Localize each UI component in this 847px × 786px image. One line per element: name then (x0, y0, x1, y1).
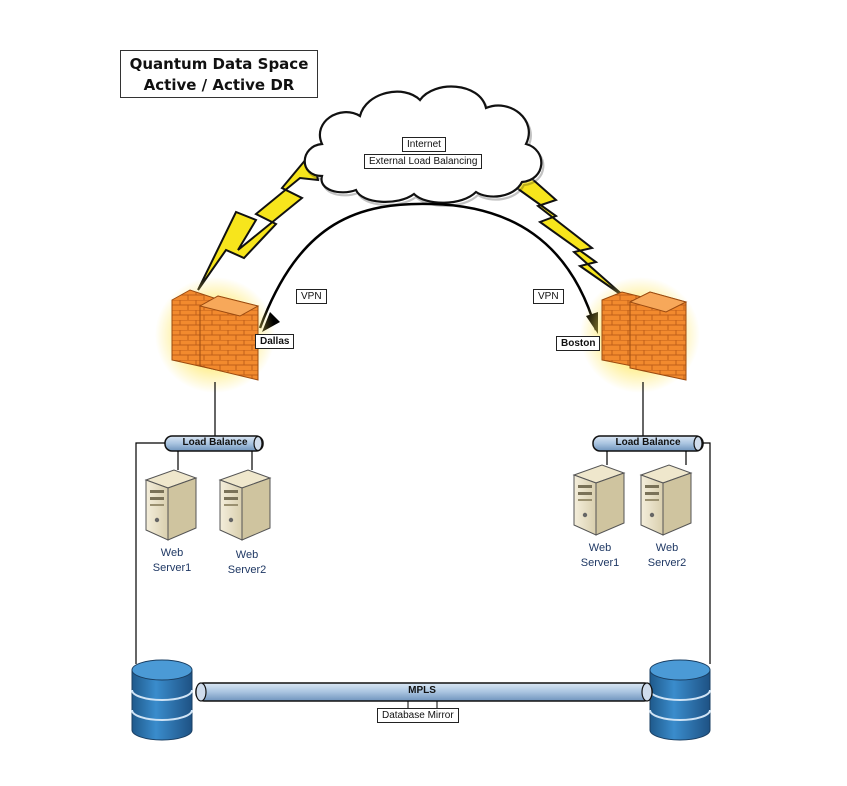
lightning-icon-left (197, 149, 320, 291)
database-icon-right (649, 659, 711, 741)
site-label-boston: Boston (556, 336, 601, 351)
title-line-1: Quantum Data Space (129, 55, 309, 73)
mpls-label: MPLS (408, 685, 436, 696)
title-line-2: Active / Active DR (143, 76, 295, 94)
load-balance-pipe-left (164, 435, 264, 452)
server-icon-boston-2 (639, 464, 693, 536)
diagram-title: Quantum Data Space Active / Active DR (120, 50, 318, 98)
load-balance-label-left: Load Balance (182, 437, 248, 448)
external-load-balancing-label: External Load Balancing (364, 154, 483, 169)
vpn-label-left: VPN (296, 289, 327, 304)
server-icon-dallas-2 (218, 469, 272, 541)
server-icon-boston-1 (572, 464, 626, 536)
firewall-icon-left (155, 277, 275, 393)
server-icon-dallas-1 (144, 469, 198, 541)
lightning-icon-right (512, 168, 627, 299)
mpls-pipe (195, 682, 653, 702)
site-label-dallas: Dallas (255, 334, 295, 349)
database-mirror-label: Database Mirror (377, 708, 459, 723)
database-icon-left (131, 659, 193, 741)
vpn-label-right: VPN (533, 289, 564, 304)
firewall-icon-right (580, 277, 700, 393)
load-balance-label-right: Load Balance (615, 437, 681, 448)
vpn-arc (258, 202, 598, 331)
internet-label: Internet (402, 137, 446, 152)
